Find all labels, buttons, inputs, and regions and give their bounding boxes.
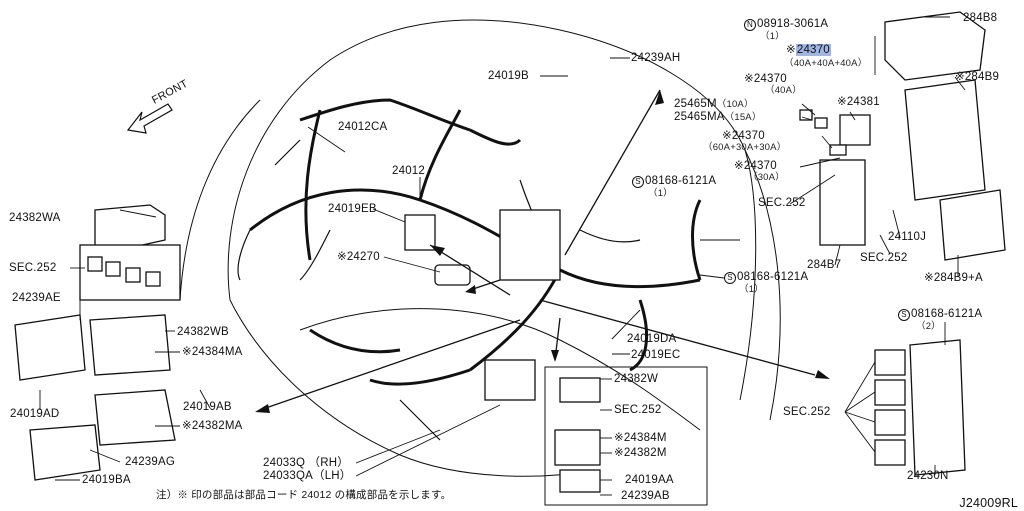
- part-24382W: 24382W: [614, 373, 659, 385]
- part-24019B: 24019B: [488, 70, 529, 82]
- inset-box-bottom: [544, 366, 708, 506]
- sec252-left: SEC.252: [9, 262, 57, 274]
- part-24019AA: 24019AA: [625, 474, 674, 486]
- part-24019AB: 24019AB: [183, 401, 232, 413]
- part-24370-b-sub: （40A）: [765, 85, 802, 96]
- screw-08168-b-qty: （1）: [739, 284, 764, 295]
- part-24370-c-sub: （60A+30A+30A）: [703, 142, 787, 153]
- asterisk-mark: ※: [786, 44, 796, 56]
- part-284B7: 284B7: [807, 259, 842, 271]
- part-24382WA: 24382WA: [9, 212, 61, 224]
- circle-n-mark: N: [744, 19, 756, 31]
- body-lower: [229, 299, 601, 477]
- part-25465M-sub: （10A）: [716, 99, 754, 110]
- nut-08918-number: 08918-3061A: [757, 18, 829, 30]
- part-25465MA-sub: （15A）: [724, 112, 762, 123]
- fender-right: [744, 149, 781, 421]
- part-25465M: 25465M（10A）: [674, 98, 754, 111]
- part-24382M: ※24382M: [614, 447, 667, 459]
- screw-08168-a-number: 08168-6121A: [645, 175, 717, 187]
- circle-s-mark-c: S: [898, 309, 910, 321]
- part-24033Q: 24033Q （RH）: [263, 457, 349, 469]
- sec252-right-3: SEC.252: [783, 406, 831, 418]
- circle-s-mark-a: S: [632, 176, 644, 188]
- part-24370-highlight: 24370: [795, 44, 831, 56]
- sec252-inset: SEC.252: [614, 404, 662, 416]
- part-24012: 24012: [392, 165, 425, 177]
- screw-08168-c-number: 08168-6121A: [911, 308, 983, 320]
- part-24033QA: 24033QA（LH）: [263, 470, 352, 482]
- part-24019AD: 24019AD: [10, 408, 60, 420]
- sec252-right-2: SEC.252: [860, 252, 908, 264]
- part-24239AE: 24239AE: [12, 292, 61, 304]
- part-25465M-number: 25465M: [674, 98, 717, 110]
- part-24384M: ※24384M: [614, 432, 667, 444]
- part-284B9: ※284B9: [955, 71, 1000, 83]
- part-24012CA: 24012CA: [338, 121, 388, 133]
- part-24370-top-sub: （40A+40A+40A）: [784, 58, 868, 69]
- part-24382WB: 24382WB: [177, 326, 229, 338]
- part-24019DA: 24019DA: [627, 333, 677, 345]
- part-24019BA: 24019BA: [82, 474, 131, 486]
- sec252-right-1: SEC.252: [758, 197, 806, 209]
- footnote: 注）※ 印の部品は部品コード 24012 の構成部品を示します。: [156, 489, 452, 501]
- part-284B9A: ※284B9+A: [924, 272, 983, 284]
- part-24239AG: 24239AG: [125, 456, 175, 468]
- part-24019EB: 24019EB: [328, 203, 377, 215]
- circle-s-mark-b: S: [724, 272, 736, 284]
- part-24384MA: ※24384MA: [182, 346, 243, 358]
- screw-08168-c-qty: （2）: [916, 321, 941, 332]
- part-284B8: 284B8: [963, 12, 998, 24]
- part-25465MA: 25465MA（15A）: [674, 111, 762, 124]
- part-24270: ※24270: [337, 251, 380, 263]
- part-24239AH: 24239AH: [631, 52, 681, 64]
- part-24230N: 24230N: [907, 470, 949, 482]
- part-24019EC: 24019EC: [631, 349, 681, 361]
- part-24381: ※24381: [837, 96, 880, 108]
- fender-left: [179, 99, 261, 301]
- inner-panel: [299, 308, 701, 431]
- front-arrow: [126, 103, 173, 134]
- part-24110J: 24110J: [888, 231, 927, 243]
- body-outline: [227, 19, 757, 401]
- nut-08918-qty: （1）: [760, 31, 785, 42]
- part-24239AB: 24239AB: [621, 490, 670, 502]
- part-25465MA-number: 25465MA: [674, 111, 725, 123]
- screw-08168-a-qty: （1）: [648, 188, 673, 199]
- part-24370-b: ※24370: [744, 73, 787, 85]
- part-24370-c: ※24370: [722, 130, 765, 142]
- part-24370-highlighted: ※24370: [786, 44, 831, 56]
- drawing-code: J24009RL: [959, 496, 1018, 510]
- part-24382MA: ※24382MA: [182, 420, 243, 432]
- part-24370-d: ※24370: [734, 160, 777, 172]
- screw-08168-b-number: 08168-6121A: [737, 271, 809, 283]
- part-24370-d-sub: （30A）: [748, 172, 785, 183]
- main-harness: [249, 98, 702, 386]
